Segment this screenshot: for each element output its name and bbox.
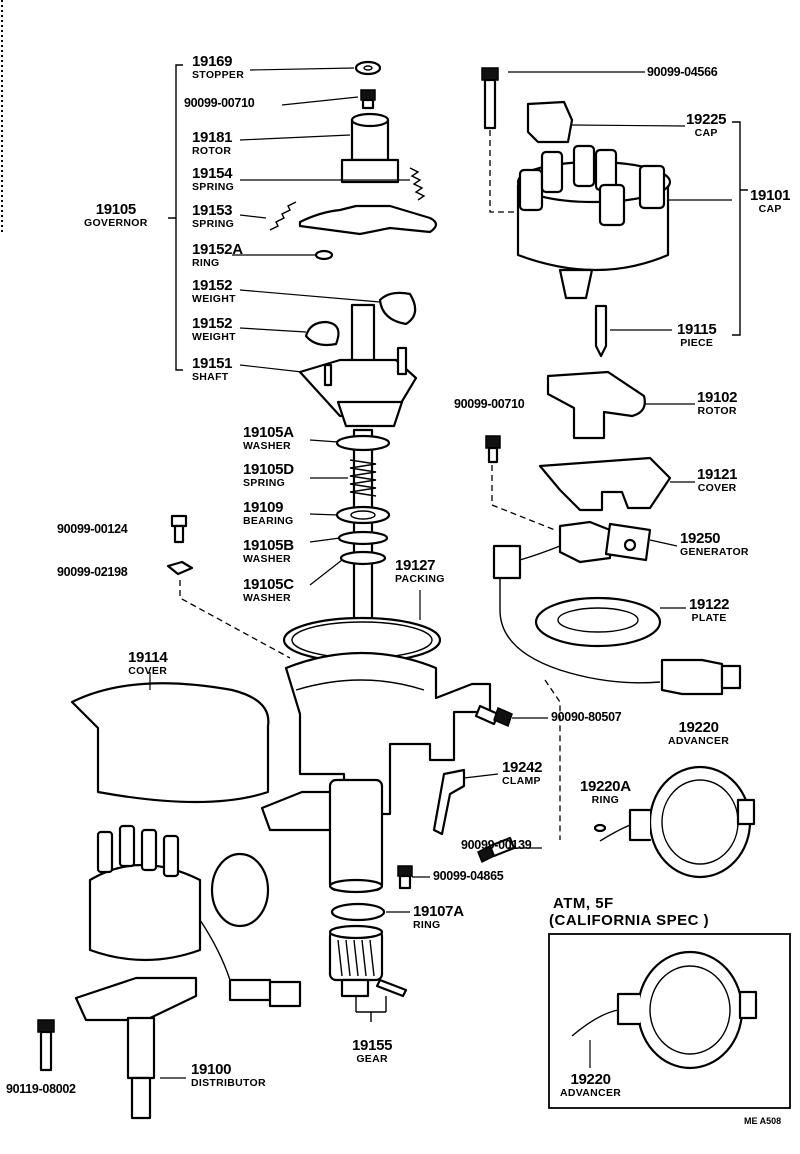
distributor-housing bbox=[284, 651, 492, 816]
cap-screw-head bbox=[481, 67, 499, 81]
inset-title-line1: ATM, 5F bbox=[553, 895, 614, 912]
governor-bracket bbox=[168, 64, 183, 371]
drawing-code: ME A508 bbox=[744, 1116, 782, 1126]
assembled-distributor bbox=[88, 864, 202, 962]
clamp bbox=[432, 768, 466, 836]
governor-plate bbox=[298, 204, 438, 236]
shaft-spring bbox=[349, 459, 377, 497]
callout-90099-04566: 90099-04566 bbox=[647, 65, 718, 79]
callout-90099-00124: 90099-00124 bbox=[57, 522, 128, 536]
spring-right bbox=[409, 167, 426, 201]
washer-a bbox=[335, 434, 391, 452]
vacuum-advancer bbox=[648, 765, 752, 879]
small-cap bbox=[526, 100, 574, 144]
carbon-piece bbox=[594, 304, 608, 358]
california-spec-inset bbox=[548, 933, 791, 1109]
ring-small bbox=[314, 249, 334, 261]
washer-b bbox=[337, 530, 389, 546]
weight-right bbox=[378, 291, 417, 326]
callout-90099-04865: 90099-04865 bbox=[433, 869, 504, 883]
callout-90099-00710-top: 90099-00710 bbox=[184, 96, 255, 110]
cap-bracket bbox=[732, 121, 748, 336]
callout-90099-00710-mid: 90099-00710 bbox=[454, 397, 525, 411]
distributor-cover bbox=[70, 682, 270, 804]
callout-90099-02198: 90099-02198 bbox=[57, 565, 128, 579]
bearing bbox=[335, 505, 391, 525]
callout-90090-80507: 90090-80507 bbox=[551, 710, 622, 724]
breaker-plate bbox=[534, 596, 662, 648]
weight-left bbox=[304, 320, 340, 347]
advancer-california bbox=[636, 950, 744, 1070]
stopper bbox=[354, 60, 382, 76]
gear-pin bbox=[375, 978, 408, 998]
inset-title-line2: (CALIFORNIA SPEC ) bbox=[549, 912, 710, 929]
washer-c bbox=[339, 550, 387, 566]
pickup-generator bbox=[558, 520, 612, 564]
signal-cover bbox=[538, 456, 672, 512]
advancer-ring bbox=[593, 823, 607, 833]
spring-left bbox=[269, 201, 297, 231]
screw-top bbox=[360, 89, 376, 101]
callout-90099-00139: 90099-00139 bbox=[461, 838, 532, 852]
o-ring bbox=[330, 902, 386, 922]
housing-shank bbox=[328, 778, 384, 892]
distributor-rotor bbox=[546, 370, 646, 440]
callout-90119-08002: 90119-08002 bbox=[6, 1082, 76, 1096]
